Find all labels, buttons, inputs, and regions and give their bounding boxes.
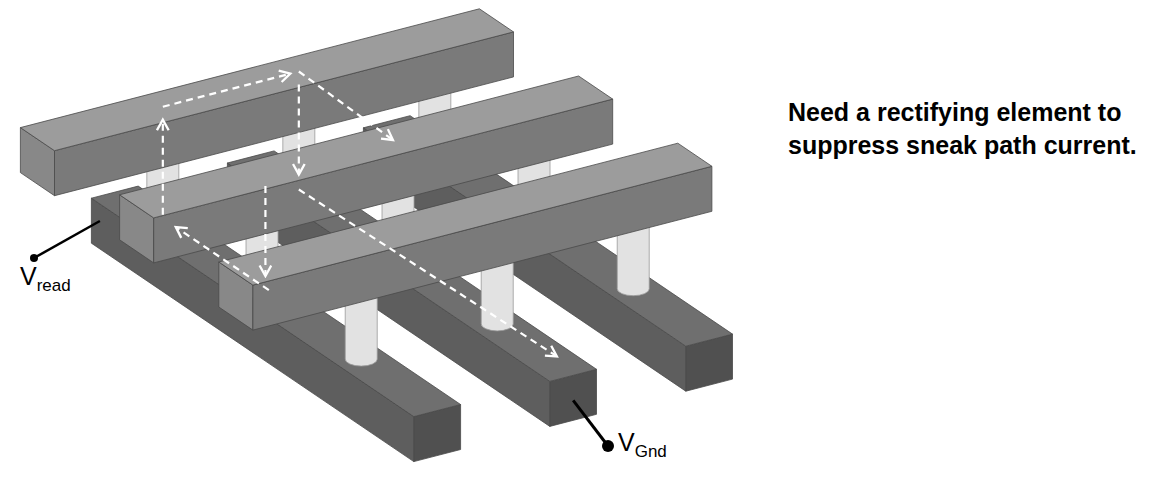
read-lead [34,221,100,258]
terminal-dot [30,254,38,262]
sneak-path-arrow [298,85,300,175]
signal-label: VGnd [618,428,667,460]
crossbar-structure [20,9,732,462]
signal-subscript: read [37,276,71,295]
sneak-path-arrow [176,227,269,290]
sneak-path-arrow [299,190,557,357]
signal-subscript: Gnd [635,442,667,461]
sneak-path-arrow [162,120,164,215]
note-sentence: Need a rectifying element to suppress sn… [788,98,1137,159]
signal-symbol: V [20,262,37,290]
ground-lead [573,400,608,446]
sneak-path-arrow [299,72,393,141]
bar-top-face [219,143,712,285]
terminal-dot [602,440,614,452]
sneak-path-arrows [163,72,557,357]
sneak-path-arrow [264,186,266,276]
signal-symbol: V [618,428,635,456]
terminal-leads [30,221,614,452]
signal-label: Vread [20,262,71,294]
sneak-path-arrow [163,74,291,107]
note-text: Need a rectifying element to suppress sn… [788,96,1154,162]
